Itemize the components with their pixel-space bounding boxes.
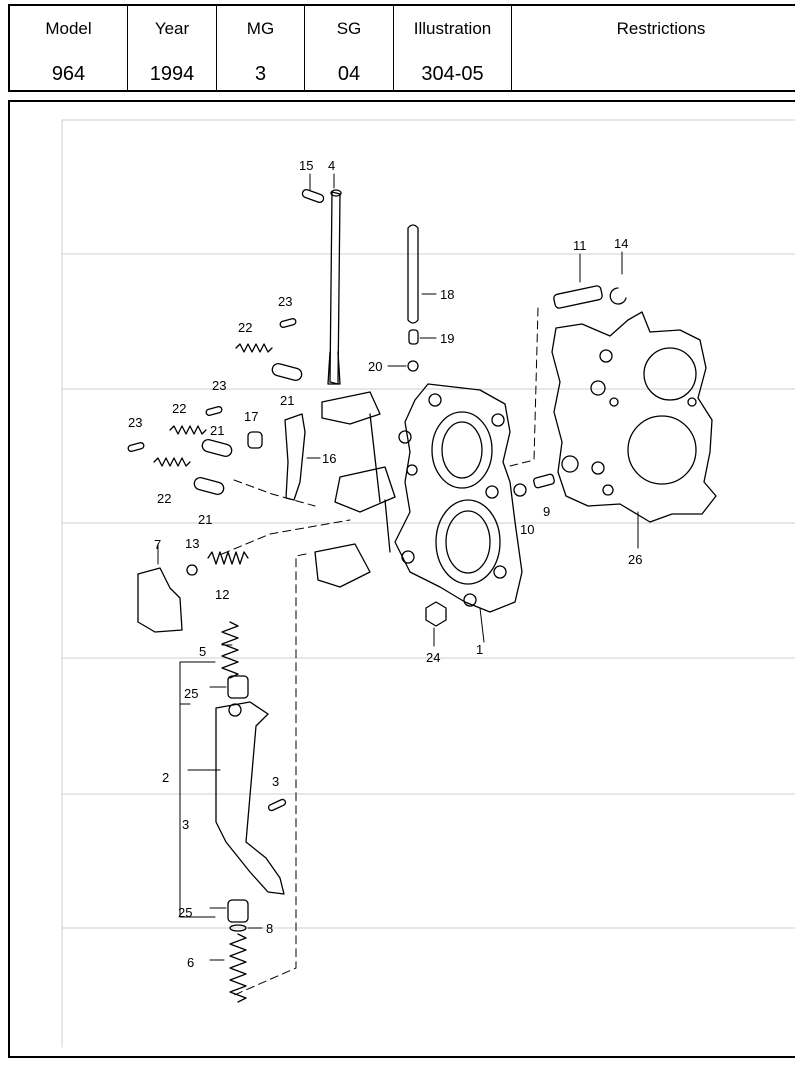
callout-labels: 15 4 18 19 20 23 22 21 23 22 17 16 21 23… <box>128 158 642 970</box>
page-grid <box>61 119 795 1048</box>
callout-23-mid: 23 <box>212 378 226 393</box>
fork-assembly-part <box>314 391 396 588</box>
model-column: Model 964 <box>10 6 128 90</box>
guide-rod-part <box>407 224 419 324</box>
callout-25-upper: 25 <box>184 686 198 701</box>
model-value: 964 <box>51 63 86 85</box>
ball-part <box>407 360 419 372</box>
callout-24: 24 <box>426 650 440 665</box>
small-pin-part <box>408 329 419 345</box>
callout-22-mid: 22 <box>172 401 186 416</box>
mg-value: 3 <box>254 63 267 85</box>
pin-part <box>301 188 325 204</box>
exploded-parts-diagram: 15 4 18 19 20 23 22 21 23 22 17 16 21 23… <box>61 119 795 1048</box>
selector-part <box>137 567 183 633</box>
gasket-part <box>551 311 717 523</box>
restrictions-label: Restrictions <box>616 19 706 38</box>
washer-part <box>513 483 527 497</box>
callout-23-low: 23 <box>128 415 142 430</box>
mg-column: MG 3 <box>217 6 305 90</box>
shift-rod-part <box>327 189 342 385</box>
callout-22-top: 22 <box>238 320 252 335</box>
spring-lower-part <box>229 933 247 1003</box>
callout-26: 26 <box>628 552 642 567</box>
callout-4: 4 <box>328 158 335 173</box>
illustration-column: Illustration 304-05 <box>394 6 512 90</box>
parts-header-table: Model 964 Year 1994 MG 3 SG 04 Illustrat… <box>8 4 795 92</box>
sg-column: SG 04 <box>305 6 394 90</box>
callout-3-pin: 3 <box>272 774 279 789</box>
lever-part <box>284 413 306 501</box>
callout-18: 18 <box>440 287 454 302</box>
model-label: Model <box>45 19 92 38</box>
springs-and-pins <box>127 318 303 576</box>
callout-7: 7 <box>154 537 161 552</box>
callout-21-low: 21 <box>198 512 212 527</box>
callout-15: 15 <box>299 158 313 173</box>
callout-20: 20 <box>368 359 382 374</box>
callout-11: 11 <box>573 238 587 253</box>
illustration-label: Illustration <box>413 19 492 38</box>
callout-14: 14 <box>614 236 628 251</box>
ring-part <box>229 924 247 932</box>
callout-3-group: 3 <box>182 817 189 832</box>
sleeve-part <box>553 285 603 309</box>
restrictions-column: Restrictions <box>512 6 795 90</box>
leader-lines <box>157 173 639 961</box>
circlip-part <box>609 287 627 305</box>
callout-12: 12 <box>215 587 229 602</box>
callout-17: 17 <box>244 409 258 424</box>
callout-21-top: 21 <box>280 393 294 408</box>
year-column: Year 1994 <box>128 6 217 90</box>
callout-9: 9 <box>543 504 550 519</box>
spring-upper-part <box>221 621 239 679</box>
bushing-lower-part <box>227 899 249 923</box>
callout-19: 19 <box>440 331 454 346</box>
callout-13: 13 <box>185 536 199 551</box>
roll-pin-part <box>267 798 287 812</box>
callout-1: 1 <box>476 642 483 657</box>
callout-10: 10 <box>520 522 534 537</box>
assembly-lines <box>221 307 539 997</box>
callout-2: 2 <box>162 770 169 785</box>
callout-5: 5 <box>199 644 206 659</box>
housing-plate-part <box>394 383 523 613</box>
mg-label: MG <box>246 19 275 38</box>
callout-6: 6 <box>187 955 194 970</box>
year-value: 1994 <box>149 63 195 85</box>
parts-illustration-frame: 15 4 18 19 20 23 22 21 23 22 17 16 21 23… <box>8 100 795 1058</box>
sg-value: 04 <box>337 63 361 85</box>
illustration-value: 304-05 <box>421 63 484 85</box>
callout-16: 16 <box>322 451 336 466</box>
nut-part <box>425 601 447 627</box>
callout-23-top: 23 <box>278 294 292 309</box>
sg-label: SG <box>336 19 362 38</box>
bolt-part <box>533 473 555 489</box>
callout-21-mid: 21 <box>210 423 224 438</box>
operating-arm-part <box>215 701 285 895</box>
callout-8: 8 <box>266 921 273 936</box>
detent-part <box>247 431 263 449</box>
callout-25-lower: 25 <box>178 905 192 920</box>
bushing-upper-part <box>227 675 249 699</box>
year-label: Year <box>154 19 190 38</box>
callout-22-low: 22 <box>157 491 171 506</box>
